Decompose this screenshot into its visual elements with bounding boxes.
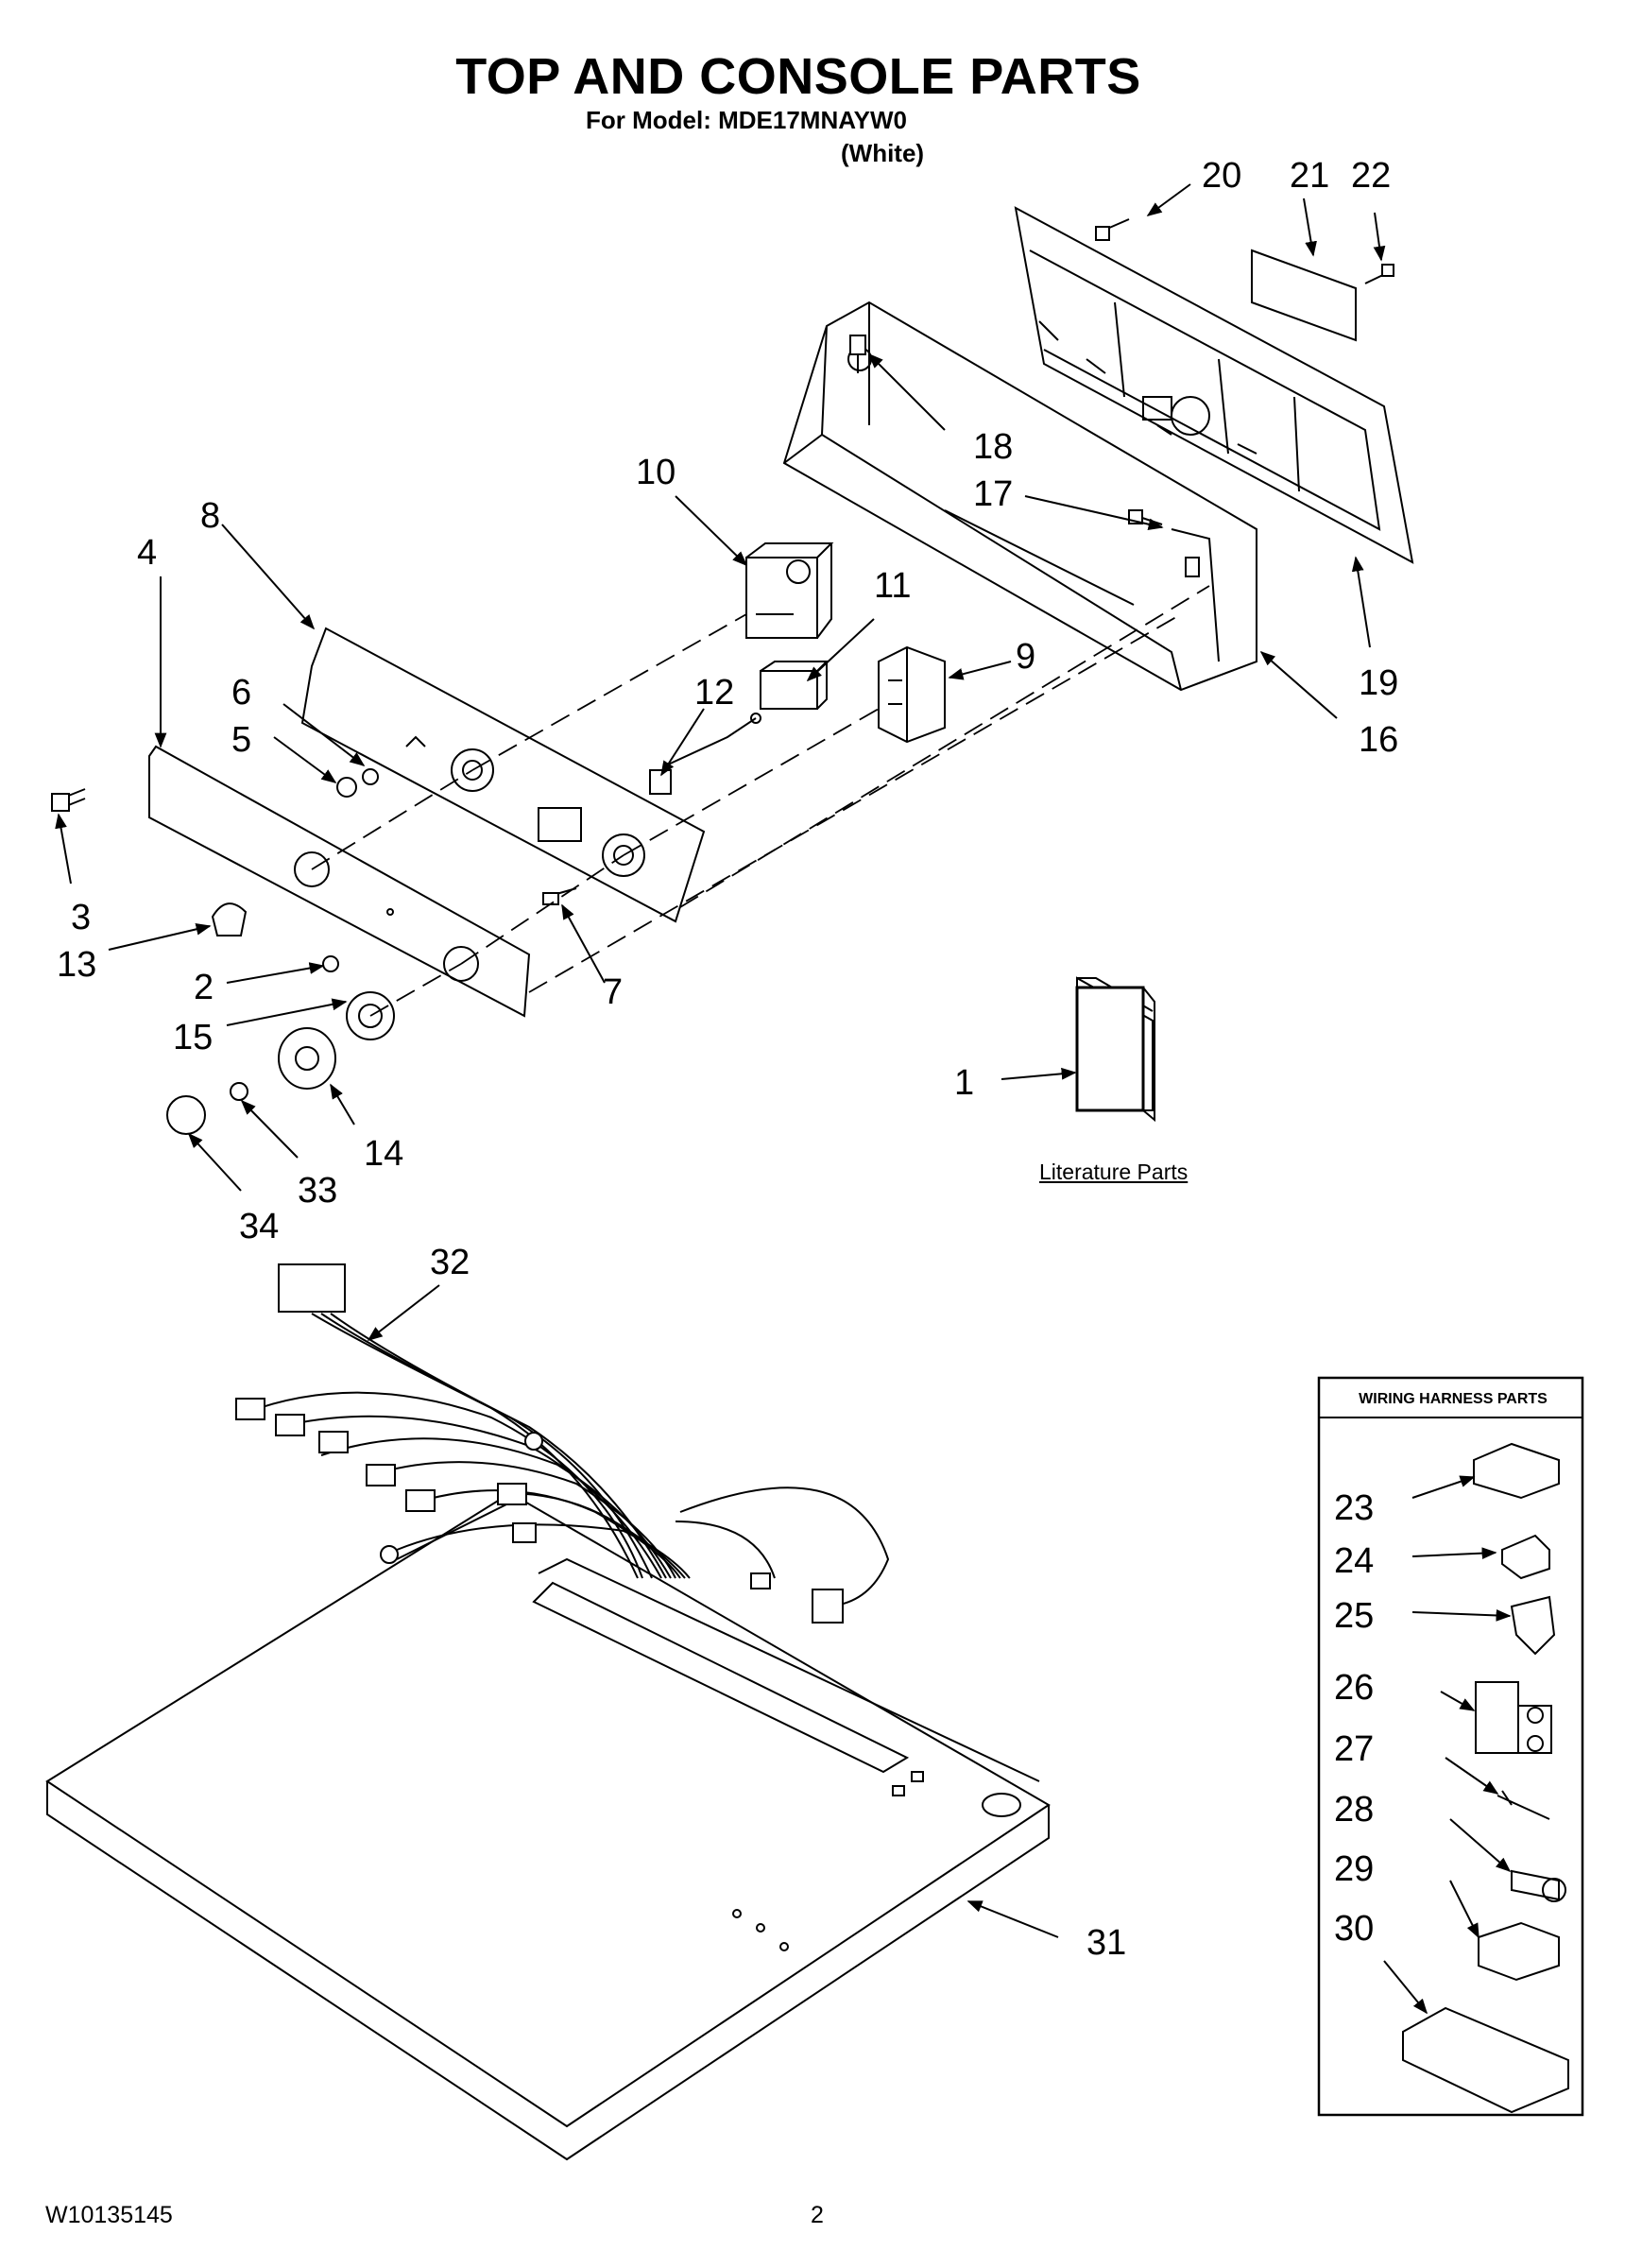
callout-3: 3 xyxy=(71,898,91,937)
part-25 xyxy=(1510,1595,1556,1656)
clip-5 xyxy=(336,777,357,798)
callout-33: 33 xyxy=(298,1171,337,1211)
screw-18 xyxy=(849,335,866,373)
callout-12: 12 xyxy=(694,673,734,713)
knob-13 xyxy=(211,902,248,936)
escutcheon-4 xyxy=(148,745,531,1018)
control-panel-8 xyxy=(300,627,706,923)
screw-3 xyxy=(51,788,86,812)
knob-14 xyxy=(278,1027,336,1090)
part-29 xyxy=(1478,1921,1560,1982)
document-number: W10135145 xyxy=(45,2202,173,2228)
callout-29: 29 xyxy=(1334,1849,1374,1889)
button-2 xyxy=(322,955,339,972)
literature-1 xyxy=(1075,976,1155,1123)
callout-20: 20 xyxy=(1202,156,1241,196)
harness-parts-box xyxy=(1317,1376,1584,2117)
top-31 xyxy=(45,1491,1051,2161)
page-title: TOP AND CONSOLE PARTS xyxy=(455,48,1141,105)
callout-8: 8 xyxy=(200,496,220,536)
callout-21: 21 xyxy=(1290,156,1329,196)
button-6 xyxy=(362,768,379,785)
callout-28: 28 xyxy=(1334,1790,1374,1830)
callout-25: 25 xyxy=(1334,1596,1374,1636)
part-27 xyxy=(1497,1790,1550,1820)
callout-7: 7 xyxy=(603,972,623,1012)
callout-15: 15 xyxy=(173,1018,213,1057)
callout-6: 6 xyxy=(231,673,251,713)
nut-33 xyxy=(230,1082,248,1101)
rear-panel-19 xyxy=(1014,206,1414,564)
callout-32: 32 xyxy=(430,1243,470,1282)
color-line: (White) xyxy=(841,139,925,167)
callout-11: 11 xyxy=(874,566,911,606)
screw-22 xyxy=(1364,264,1394,284)
callout-22: 22 xyxy=(1351,156,1391,196)
literature-parts-label: Literature Parts xyxy=(1039,1160,1189,1184)
switch-9 xyxy=(878,645,946,744)
callout-34: 34 xyxy=(239,1207,279,1246)
page-number: 2 xyxy=(811,2202,824,2228)
callout-26: 26 xyxy=(1334,1668,1374,1708)
part-26 xyxy=(1475,1681,1552,1754)
cap-34 xyxy=(166,1095,206,1135)
wire-harness-32 xyxy=(235,1263,890,1624)
callout-5: 5 xyxy=(231,720,251,760)
part-30 xyxy=(1402,2006,1569,2114)
part-28 xyxy=(1511,1869,1566,1902)
callout-30: 30 xyxy=(1334,1909,1374,1949)
harness-box-title: WIRING HARNESS PARTS xyxy=(1359,1391,1548,1407)
timer-10 xyxy=(745,542,834,639)
model-line: For Model: MDE17MNAYW0 xyxy=(586,106,907,134)
switch-11 xyxy=(760,661,830,710)
callout-24: 24 xyxy=(1334,1541,1374,1581)
callout-18: 18 xyxy=(973,427,1013,467)
harness-12 xyxy=(649,713,761,795)
callout-1: 1 xyxy=(954,1063,974,1103)
callout-2: 2 xyxy=(194,968,214,1007)
bracket-21 xyxy=(1251,249,1357,342)
callout-14: 14 xyxy=(364,1134,403,1174)
callout-10: 10 xyxy=(636,453,676,492)
callout-17: 17 xyxy=(973,474,1013,514)
callout-9: 9 xyxy=(1016,637,1035,677)
screw-20 xyxy=(1095,218,1130,241)
callout-4: 4 xyxy=(137,533,157,573)
part-24 xyxy=(1501,1534,1550,1580)
callout-13: 13 xyxy=(57,945,96,985)
callout-27: 27 xyxy=(1334,1729,1374,1769)
callout-23: 23 xyxy=(1334,1488,1374,1528)
callout-19: 19 xyxy=(1359,663,1398,703)
callout-16: 16 xyxy=(1359,720,1398,760)
callout-31: 31 xyxy=(1086,1923,1126,1963)
